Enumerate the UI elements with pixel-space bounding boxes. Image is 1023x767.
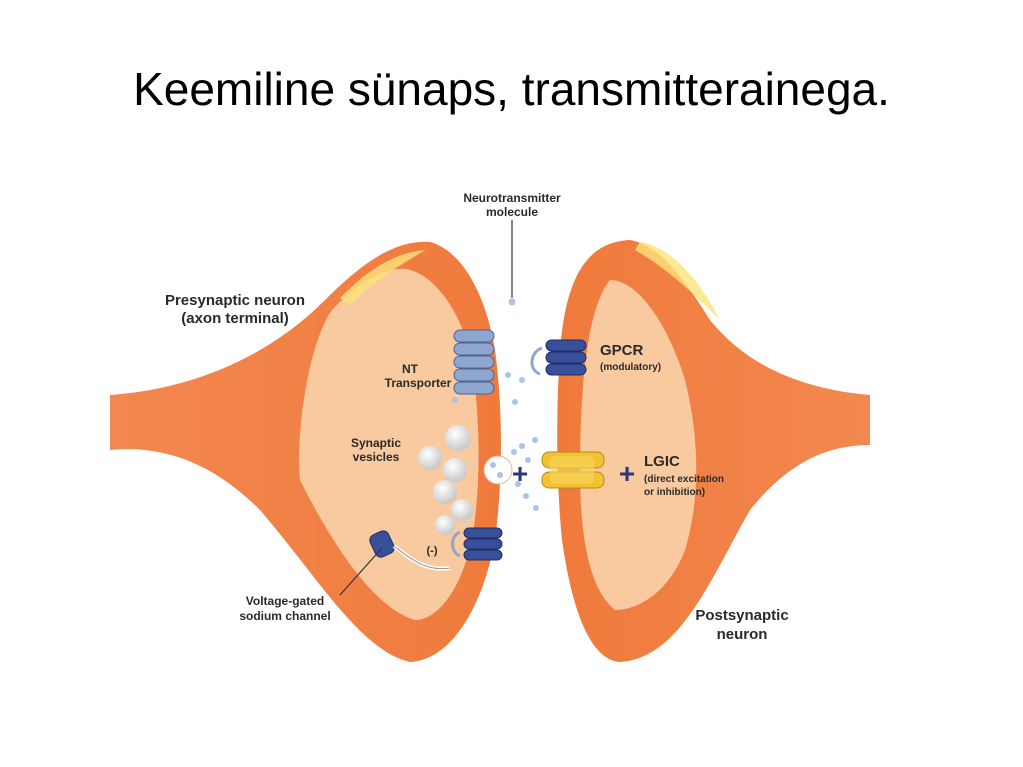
postsynaptic-neuron [557,240,870,662]
vesicle [433,480,457,504]
label-postsynaptic-line2: neuron [717,626,768,643]
label-nt-transporter-line2: Transporter [385,376,452,390]
synapse-diagram: + + (-) Neurotransmitter molecule Presyn… [110,191,870,662]
label-lgic-sub2: or inhibition) [644,487,705,498]
nt-transporter [453,329,495,395]
label-vgsc-line1: Voltage-gated [246,594,324,608]
vesicle [418,446,442,470]
label-vgsc-line2: sodium channel [239,609,330,623]
vesicle [443,458,467,482]
plus-sign-right: + [619,458,635,489]
label-lgic-sub1: (direct excitation [644,474,724,485]
label-nt-transporter-line1: NT [402,362,419,376]
postsynaptic-cytoplasm [580,280,697,610]
label-lgic: LGIC [644,453,680,470]
leader-lines [339,220,513,596]
label-gpcr-sub: (modulatory) [600,362,661,373]
synaptic-vesicles [418,425,473,535]
slide-title: Keemiline sünaps, transmitterainega. [133,63,890,115]
neurotransmitter-molecules [452,298,539,511]
vesicle [445,425,471,451]
plus-sign-left: + [512,458,528,489]
label-vesicles-line2: vesicles [353,450,400,464]
minus-label: (-) [427,545,438,557]
label-neurotransmitter-line2: molecule [486,205,538,219]
gpcr-receptor [530,339,587,376]
lgic-receptor [541,451,605,489]
presynaptic-neuron [110,241,501,662]
label-vesicles-line1: Synaptic [351,436,401,450]
presynaptic-cytoplasm [299,268,479,620]
leader-vgsc [339,547,383,596]
vesicle [435,515,455,535]
label-gpcr: GPCR [600,342,644,359]
label-neurotransmitter-line1: Neurotransmitter [463,191,561,205]
postsynaptic-highlight [635,242,720,320]
label-presynaptic-line1: Presynaptic neuron [165,292,305,309]
vesicle [451,499,473,521]
label-postsynaptic-line1: Postsynaptic [695,607,788,624]
label-presynaptic-line2: (axon terminal) [181,310,289,327]
voltage-gated-sodium-channel [369,530,451,571]
presynaptic-autoreceptor [451,527,503,561]
presynaptic-highlight [340,250,425,305]
